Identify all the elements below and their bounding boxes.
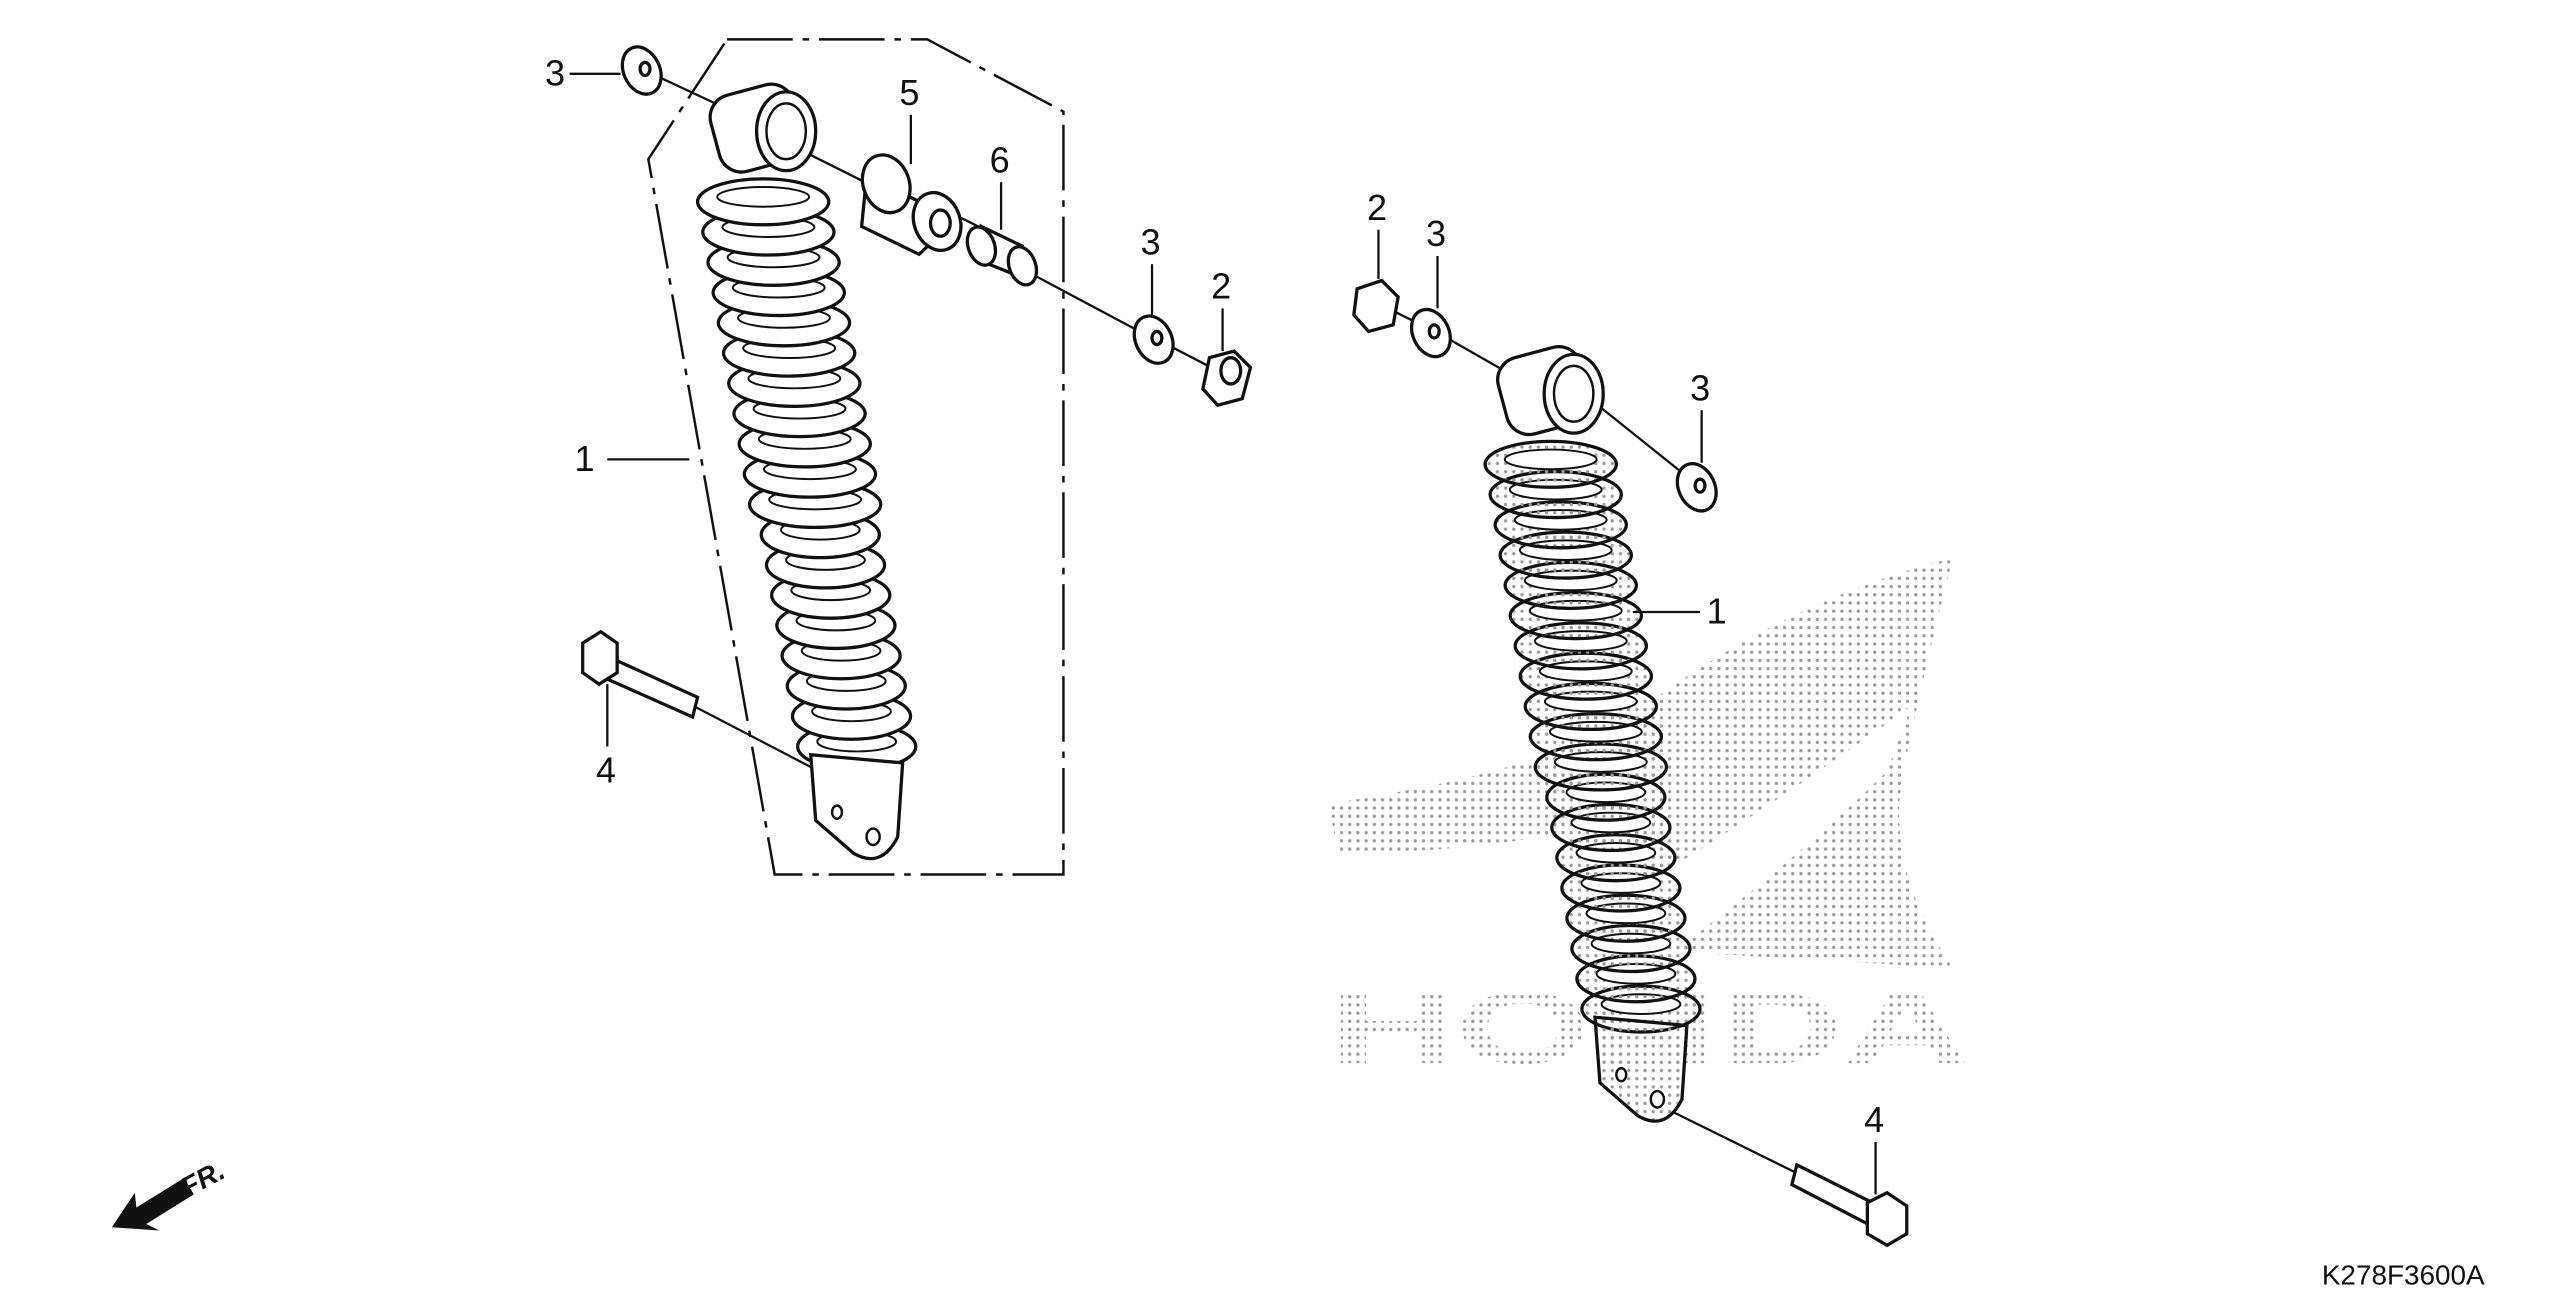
- callout-5: 5: [899, 72, 919, 113]
- callout-3: 3: [1690, 367, 1710, 408]
- callouts-left: 3 5 6 3 2 1 4: [545, 52, 1231, 790]
- rear-shock-absorber-right: [1483, 345, 1702, 1123]
- collar: [965, 223, 1039, 287]
- callout-3: 3: [1426, 213, 1446, 254]
- callout-2: 2: [1367, 187, 1387, 228]
- callout-3: 3: [545, 52, 565, 93]
- washer-left-right: [1132, 314, 1175, 365]
- callouts-right: 2 3 3 1 4: [1367, 187, 1884, 1195]
- callout-3: 3: [1141, 221, 1161, 262]
- nut-right: [1352, 278, 1400, 334]
- callout-4: 4: [1864, 1099, 1884, 1140]
- callout-1: 1: [574, 438, 594, 479]
- callout-4: 4: [596, 750, 616, 791]
- coil-spring: [1483, 439, 1702, 1034]
- bolt-left: [581, 629, 700, 720]
- callout-2: 2: [1211, 266, 1231, 307]
- coil-spring: [695, 177, 918, 772]
- nut-left: [1201, 349, 1253, 408]
- callout-6: 6: [990, 139, 1010, 180]
- assembly-boundary: [647, 38, 1065, 876]
- diagram-code: K278F3600A: [2322, 1260, 2485, 1291]
- washer-left-top: [620, 45, 663, 96]
- washer-right-1: [1409, 307, 1452, 359]
- upper-mount-eye: [1496, 345, 1605, 437]
- front-direction-indicator: FR.: [111, 1155, 230, 1231]
- callout-1: 1: [1707, 590, 1727, 631]
- bushing: [859, 153, 963, 257]
- front-arrow-icon: [111, 1178, 194, 1231]
- rear-shock-absorber-left: [695, 82, 918, 861]
- washer-right-2: [1675, 462, 1718, 513]
- bolt-right: [1789, 1162, 1909, 1248]
- lower-mount-clevis: [808, 752, 905, 861]
- upper-mount-eye: [708, 82, 818, 174]
- lower-mount-clevis: [1593, 1015, 1689, 1123]
